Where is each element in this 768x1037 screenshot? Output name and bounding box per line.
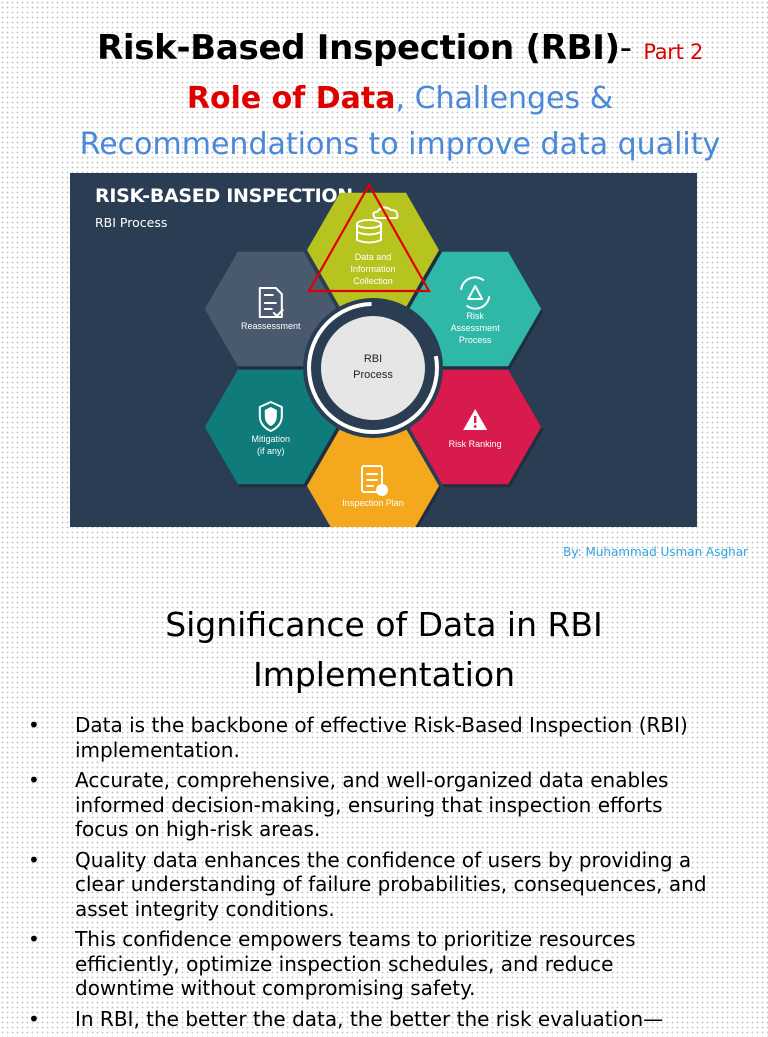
bullet-item: In RBI, the better the data, the better … [28, 1007, 718, 1032]
clipboard-check-icon [361, 465, 388, 496]
document-subtitle-line2: Recommendations to improve data quality [79, 127, 721, 162]
process-step-label: Risk [466, 311, 484, 321]
process-step-label: Assessment [451, 323, 501, 333]
subtitle-challenges: , Challenges & [395, 81, 614, 116]
process-step-6: Reassessment [204, 251, 339, 370]
document-check-icon [258, 287, 284, 318]
bullet-item: This confidence empowers teams to priori… [28, 927, 718, 1001]
center-label-line2: Process [353, 369, 393, 381]
process-step-label: Mitigation [252, 434, 291, 444]
rbi-process-diagram: RISK-BASED INSPECTION RBI Process Data a… [70, 173, 697, 527]
process-step-label: Risk Ranking [449, 439, 502, 449]
process-step-5: Mitigation (if any) [204, 369, 339, 488]
process-step-label: Process [459, 335, 492, 345]
title-dash: - [619, 28, 632, 68]
process-step-4: Inspection Plan [307, 428, 441, 527]
section-heading-line2: Implementation [252, 655, 516, 694]
title-main: Risk-Based Inspection (RBI) [96, 28, 620, 68]
process-step-label: (if any) [257, 446, 285, 456]
process-step-label: Data and [355, 252, 392, 262]
database-icon [356, 206, 399, 244]
rbi-cycle-graphic: Data andInformationCollectionRiskAssessm… [204, 182, 544, 527]
section-heading-line1: Significance of Data in RBI [165, 605, 603, 644]
warning-icon [463, 409, 488, 430]
subtitle-role-of-data: Role of Data [186, 81, 396, 116]
process-step-label: Reassessment [241, 321, 301, 331]
process-step-label: Information [350, 264, 395, 274]
highlight-triangle [307, 182, 431, 293]
center-label-line1: RBI [364, 353, 382, 365]
document-subtitle: Role of Data, Challenges & [0, 81, 768, 116]
bullet-item: Accurate, comprehensive, and well-organi… [28, 768, 718, 842]
title-part-label: Part 2 [643, 40, 704, 64]
author-credit: By: Muhammad Usman Asghar [563, 545, 748, 559]
bullet-list: Data is the backbone of effective Risk-B… [28, 713, 718, 1037]
process-center: RBI Process [303, 298, 443, 438]
bullet-item: Quality data enhances the confidence of … [28, 848, 718, 922]
document-title: Risk-Based Inspection (RBI)- Part 2 [0, 28, 768, 68]
diagram-subtitle: RBI Process [95, 215, 168, 230]
diagram-title: RISK-BASED INSPECTION [95, 185, 353, 207]
shield-icon [258, 401, 283, 432]
process-step-label: Collection [353, 276, 393, 286]
process-step-label: Inspection Plan [342, 498, 404, 508]
section-heading: Significance of Data in RBI Implementati… [0, 600, 768, 700]
process-step-3: Risk Ranking [409, 369, 544, 488]
bullet-item: Data is the backbone of effective Risk-B… [28, 713, 718, 762]
cycle-warning-icon [460, 276, 491, 310]
